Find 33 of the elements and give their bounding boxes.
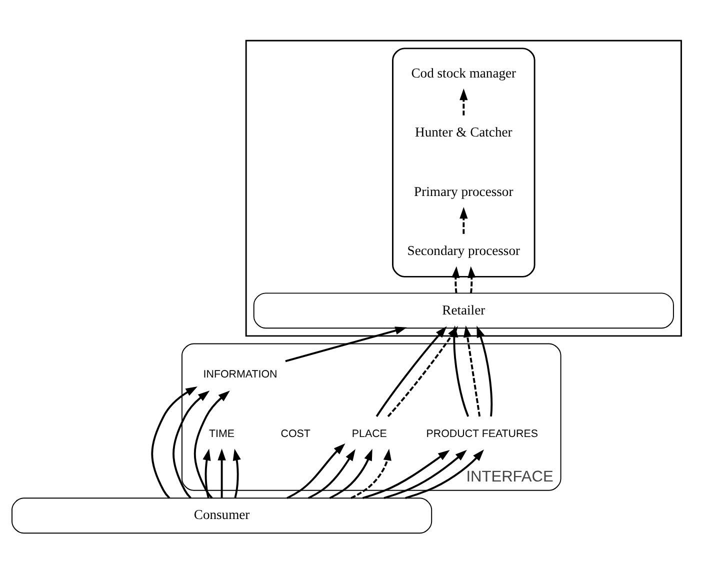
arrow bbox=[218, 448, 226, 498]
node-text: Primary processor bbox=[414, 183, 514, 198]
node-text: PRODUCT FEATURES bbox=[426, 427, 538, 440]
node-text: INFORMATION bbox=[203, 368, 278, 380]
node-text: Secondary processor bbox=[407, 242, 520, 258]
arrow bbox=[202, 448, 211, 498]
arrow bbox=[464, 325, 481, 416]
arrow bbox=[329, 448, 372, 498]
arrow bbox=[362, 450, 450, 499]
arrow bbox=[151, 386, 198, 498]
node-text: Hunter & Catcher bbox=[415, 124, 512, 140]
arrow bbox=[194, 390, 230, 498]
node-text: Cod stock manager bbox=[411, 64, 516, 80]
arrow bbox=[460, 88, 468, 115]
arrow bbox=[286, 442, 346, 498]
arrow bbox=[232, 448, 241, 498]
arrow bbox=[384, 449, 467, 499]
arrow bbox=[476, 325, 493, 416]
arrow bbox=[172, 390, 210, 498]
arrow bbox=[468, 266, 476, 293]
node-text: TIME bbox=[209, 427, 235, 440]
arrow bbox=[376, 326, 447, 416]
node-text: PLACE bbox=[352, 427, 387, 440]
arrow bbox=[452, 266, 460, 293]
arrow bbox=[460, 206, 468, 234]
arrow bbox=[285, 326, 407, 362]
arrow bbox=[350, 448, 392, 498]
node-text: COST bbox=[280, 427, 310, 440]
arrow bbox=[308, 448, 356, 498]
arrow bbox=[450, 325, 470, 416]
arrow bbox=[405, 449, 484, 499]
node-box: Consumer bbox=[12, 497, 432, 534]
node-box: Retailer bbox=[253, 292, 674, 328]
